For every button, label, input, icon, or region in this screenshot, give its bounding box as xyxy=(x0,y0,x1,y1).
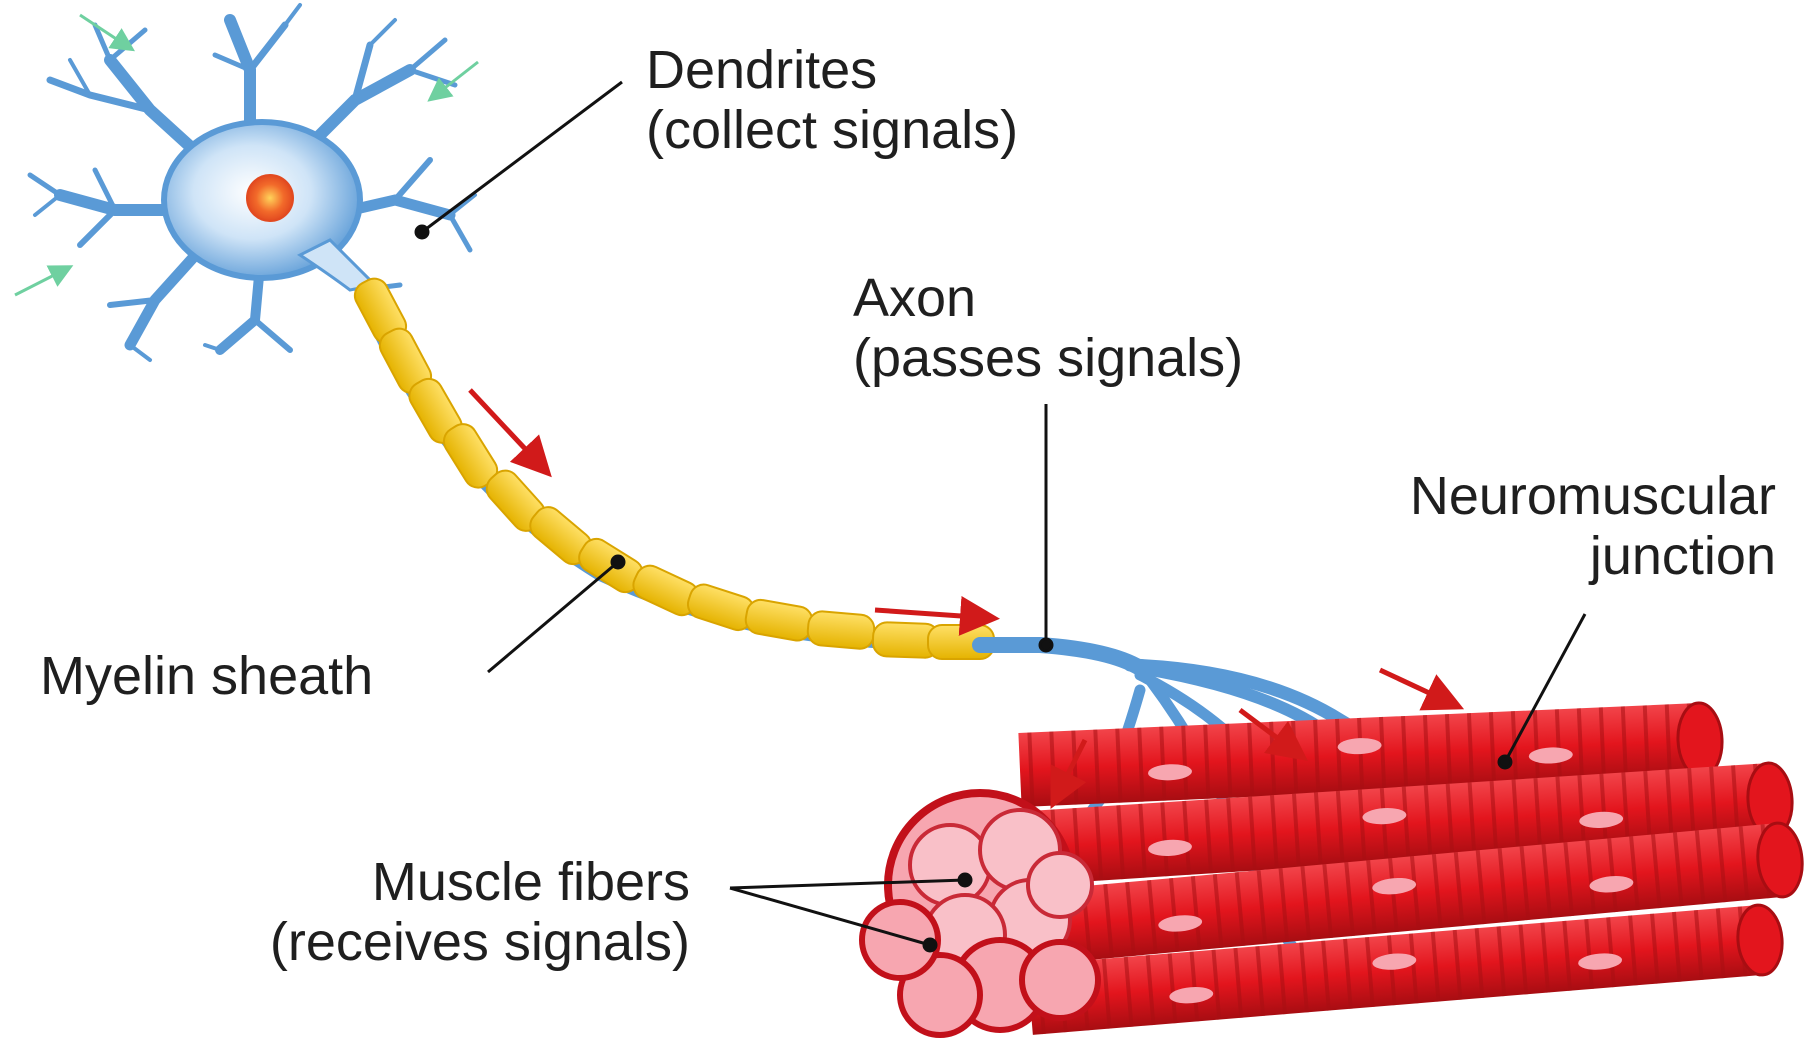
myelin-label: Myelin sheath xyxy=(40,646,373,706)
muscle-label: Muscle fibers (receives signals) xyxy=(130,852,690,972)
myelin-segment xyxy=(744,598,815,643)
myelin-label-line1: Myelin sheath xyxy=(40,646,373,706)
myelin-segment xyxy=(807,610,876,650)
neuromuscular-label-line1: Neuromuscular xyxy=(1410,466,1776,526)
axon-label-line1: Axon xyxy=(853,268,1243,328)
neuromuscular-label: Neuromuscular junction xyxy=(1410,466,1776,586)
muscle-fibers xyxy=(998,702,1806,1035)
dendrites-label: Dendrites (collect signals) xyxy=(646,40,1018,160)
muscle-label-line2: (receives signals) xyxy=(130,912,690,972)
axon-label-line2: (passes signals) xyxy=(853,328,1243,388)
dendrites-label-line2: (collect signals) xyxy=(646,100,1018,160)
dendrites-label-line1: Dendrites xyxy=(646,40,1018,100)
nucleus xyxy=(247,175,293,221)
muscle-label-line1: Muscle fibers xyxy=(130,852,690,912)
neuromuscular-label-line2: junction xyxy=(1410,526,1776,586)
axon-label: Axon (passes signals) xyxy=(853,268,1243,388)
